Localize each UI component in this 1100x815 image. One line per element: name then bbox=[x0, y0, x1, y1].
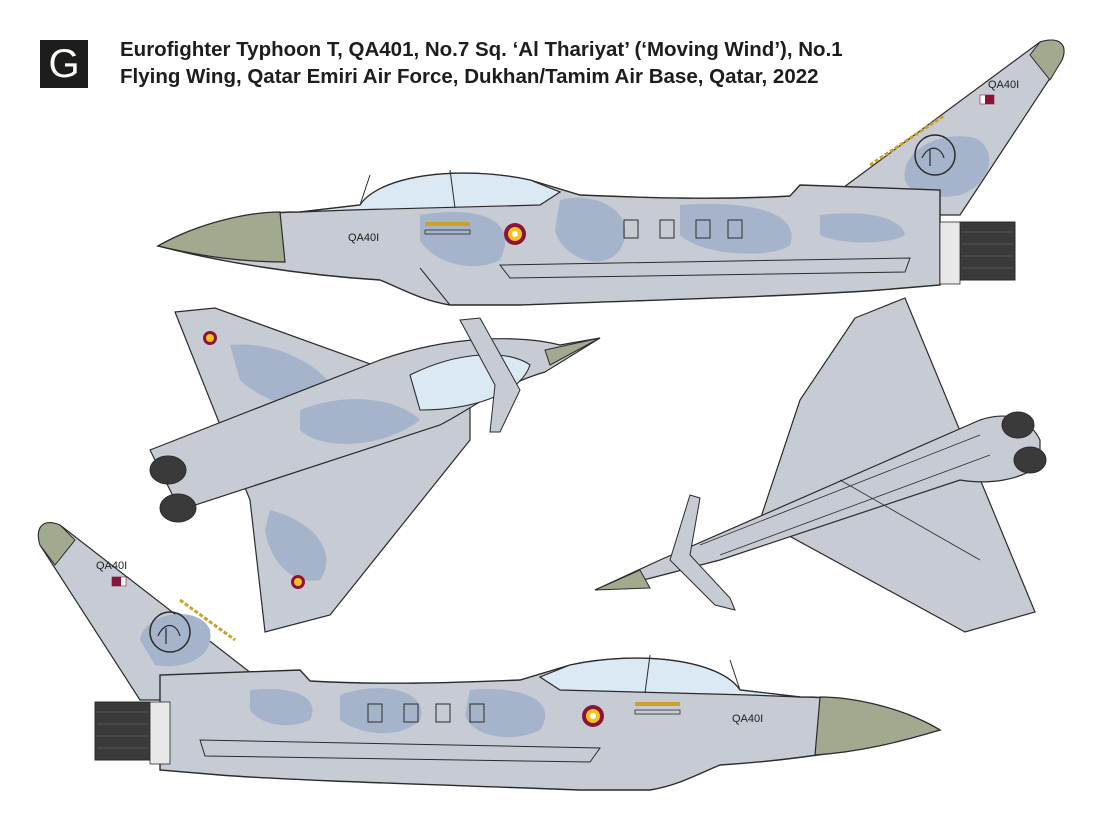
engine-nozzle bbox=[959, 221, 1016, 281]
canopy bbox=[299, 172, 562, 213]
nose-serial: QA40I bbox=[348, 232, 379, 244]
bottom-canard bbox=[669, 494, 736, 611]
fin-badge-emblem bbox=[914, 134, 956, 176]
fin-badge-emblem-right bbox=[149, 611, 191, 653]
top-view bbox=[149, 307, 601, 633]
title-line-1: Eurofighter Typhoon T, QA401, No.7 Sq. ‘… bbox=[120, 38, 843, 61]
right-side-view: QA40I QA40I bbox=[37, 522, 942, 791]
top-canard bbox=[459, 317, 521, 433]
bottom-nozzle bbox=[1001, 411, 1035, 439]
bottom-view bbox=[594, 297, 1047, 633]
profile-header: G Eurofighter Typhoon T, QA401, No.7 Sq.… bbox=[40, 36, 843, 90]
top-nozzle bbox=[149, 455, 187, 485]
left-side-view: QA40I QA40I bbox=[156, 39, 1065, 306]
profile-title: Eurofighter Typhoon T, QA401, No.7 Sq. ‘… bbox=[120, 36, 843, 90]
title-line-2: Flying Wing, Qatar Emiri Air Force, Dukh… bbox=[120, 65, 819, 88]
nose-serial-right: QA40I bbox=[732, 713, 763, 725]
fin-serial-right: QA40I bbox=[96, 560, 127, 572]
profile-letter-badge: G bbox=[40, 40, 88, 88]
engine-nozzle-right bbox=[94, 701, 151, 761]
fin-serial: QA40I bbox=[988, 79, 1019, 91]
radome-right bbox=[814, 696, 942, 756]
radome bbox=[156, 211, 286, 263]
canopy-right bbox=[538, 657, 801, 698]
